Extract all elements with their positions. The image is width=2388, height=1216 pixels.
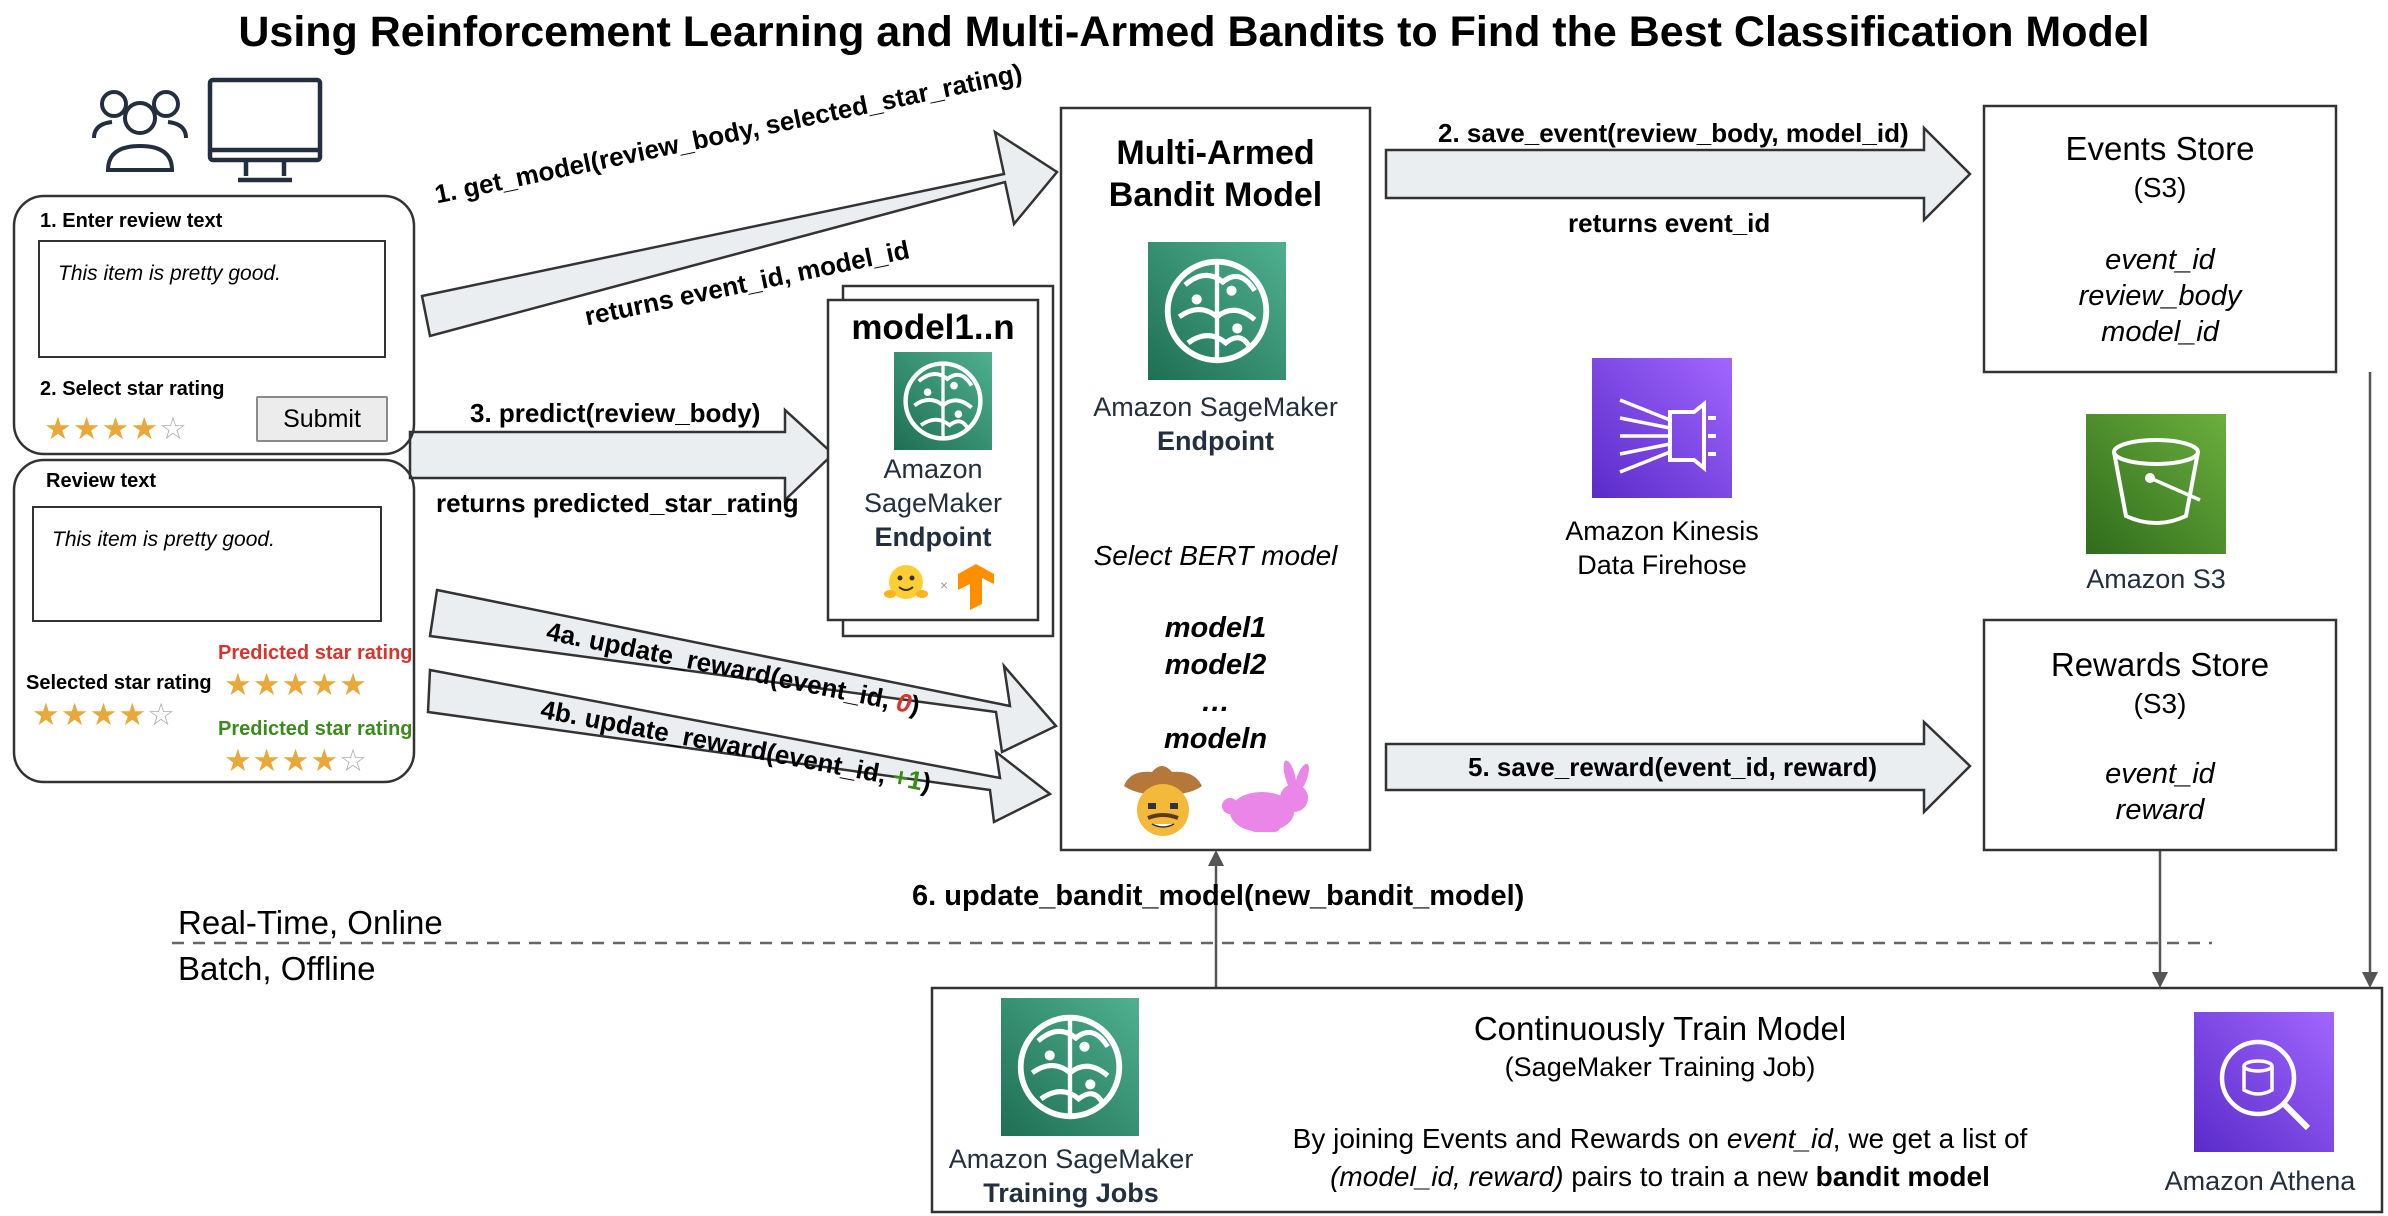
predicted-stars-1: ★★★★★ (224, 667, 368, 702)
training-description: By joining Events and Rewards on event_i… (1292, 1123, 2028, 1192)
save-reward-label: 5. save_reward(event_id, reward) (1468, 752, 1877, 782)
s3-bucket-icon (2086, 414, 2226, 554)
online-phase-label: Real-Time, Online (178, 904, 443, 941)
list-item: event_id (2105, 244, 2215, 276)
model-stack-front (826, 298, 1040, 622)
s3-label: Amazon S3 (2086, 564, 2226, 594)
predict-label: 3. predict(review_body) (470, 398, 761, 428)
events-store-fields: event_id review_body model_id (1984, 242, 2336, 350)
sagemaker-brain-icon (894, 352, 992, 450)
select-bert-label: Select BERT model (1093, 540, 1338, 571)
review-result-panel (12, 458, 416, 784)
athena-label: Amazon Athena (2164, 1166, 2356, 1196)
arrow-save-event (1384, 124, 1972, 224)
list-item: review_body (2078, 280, 2242, 312)
rewards-store-title: Rewards Store (2050, 646, 2270, 683)
submit-button[interactable]: Submit (256, 396, 388, 442)
review-text-input[interactable]: This item is pretty good. (38, 240, 386, 358)
rabbit-icon (1222, 760, 1309, 832)
events-store-subtitle: (S3) (2133, 172, 2187, 203)
predicted-star-label-1: Predicted star rating (218, 642, 413, 664)
events-store-box (1982, 104, 2338, 374)
step1-label: 1. Enter review text (40, 210, 223, 232)
review-text-label: Review text (46, 470, 157, 492)
athena-icon (2194, 1012, 2334, 1152)
rewards-store-subtitle: (S3) (2133, 688, 2187, 719)
times-glyph: × (940, 577, 948, 593)
bandit-title: Multi-Armed Bandit Model (1108, 134, 1323, 214)
kinesis-label: Amazon Kinesis Data Firehose (1565, 516, 1759, 580)
arrow-update-reward-b (426, 668, 1053, 824)
rewards-store-fields: event_id reward (1984, 756, 2336, 828)
bandit-model-box (1059, 106, 1372, 852)
training-title: Continuously Train Model (1473, 1010, 1847, 1047)
kinesis-firehose-icon (1592, 358, 1732, 498)
connector-events-to-training (2362, 372, 2378, 988)
list-item: model_id (2101, 316, 2219, 348)
selected-star-label: Selected star rating (26, 672, 212, 694)
review-form-panel (12, 194, 416, 456)
users-icon (92, 90, 188, 172)
predicted-stars-2: ★★★★☆ (224, 743, 368, 778)
arrow-predict (408, 407, 835, 503)
events-store-title: Events Store (2065, 130, 2255, 167)
offline-phase-label: Batch, Offline (178, 950, 376, 987)
star-rating-input[interactable]: ★★★★☆ (44, 411, 188, 446)
page-title: Using Reinforcement Learning and Multi-A… (238, 8, 2150, 56)
bandit-models-list: model1 model2 … modeln (1061, 610, 1370, 758)
list-item: event_id (2105, 758, 2215, 790)
arrow-update-reward-a (428, 588, 1059, 754)
save-event-return-label: returns event_id (1568, 208, 1771, 238)
connector-rewards-to-training (2152, 850, 2168, 988)
rewards-store-box (1982, 618, 2338, 852)
monitor-icon (207, 77, 323, 183)
model-stack-service: Amazon SageMaker Endpoint (863, 454, 1003, 552)
arrow-get-model (420, 129, 1059, 338)
training-box (930, 986, 2384, 1214)
list-item: model2 (1164, 649, 1267, 681)
tensorflow-icon (958, 564, 994, 610)
list-item: modeln (1163, 723, 1268, 755)
review-text-display: This item is pretty good. (32, 506, 382, 622)
model-stack-title: model1..n (851, 308, 1015, 347)
cowboy-emoji-icon (1124, 766, 1202, 836)
training-subtitle: (SageMaker Training Job) (1504, 1052, 1816, 1082)
training-service: Amazon SageMaker Training Jobs (948, 1144, 1194, 1208)
list-item: reward (2115, 794, 2205, 826)
update-bandit-label: 6. update_bandit_model(new_bandit_model) (912, 880, 1525, 912)
bandit-service: Amazon SageMaker Endpoint (1093, 392, 1338, 456)
connector-update-bandit (1208, 850, 1224, 988)
step2-label: 2. Select star rating (40, 378, 225, 400)
predicted-star-label-2: Predicted star rating (218, 718, 413, 740)
list-item: … (1201, 686, 1230, 718)
predict-return-label: returns predicted_star_rating (436, 488, 799, 518)
arrow-save-reward (1384, 719, 1972, 816)
sagemaker-brain-icon (1148, 242, 1286, 380)
selected-stars: ★★★★☆ (32, 697, 176, 732)
sagemaker-brain-icon (1001, 998, 1139, 1136)
save-event-label: 2. save_event(review_body, model_id) (1438, 118, 1909, 148)
list-item: model1 (1164, 612, 1267, 644)
huggingface-icon (884, 565, 928, 599)
